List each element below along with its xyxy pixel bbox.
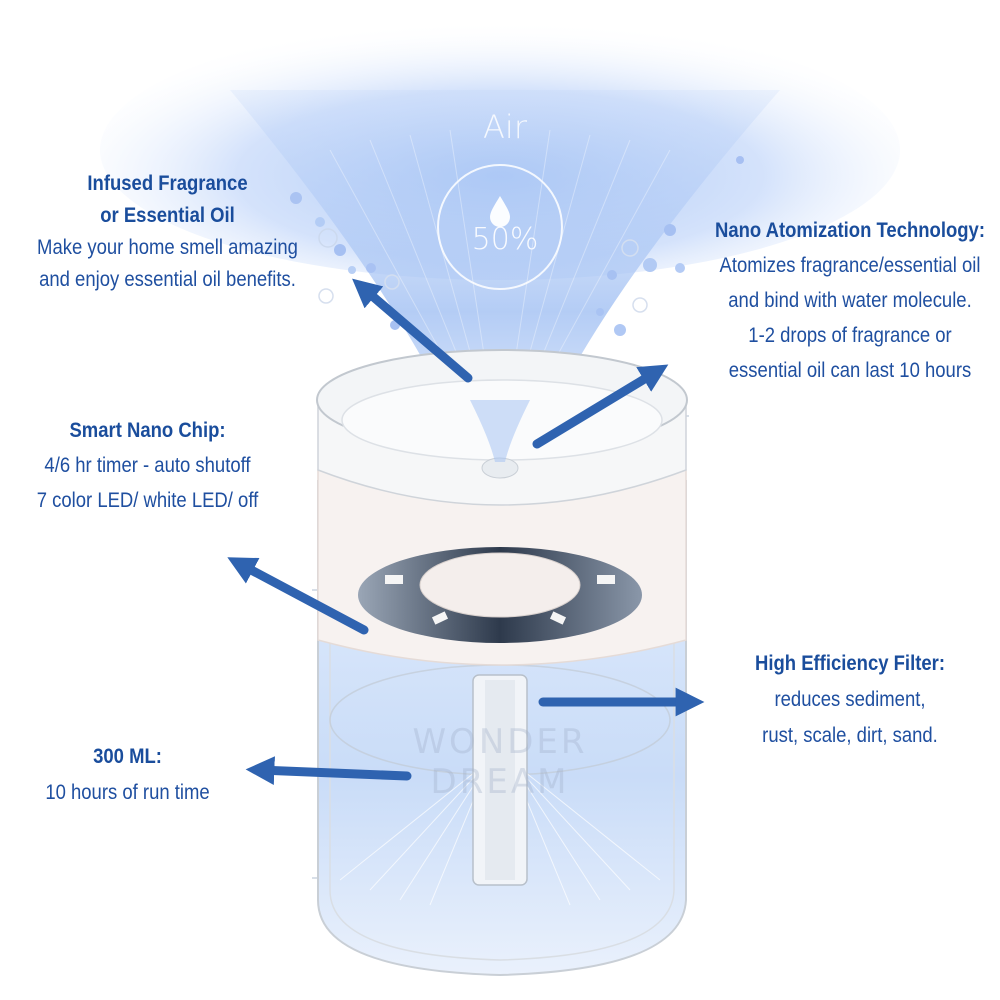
callout-fragrance-title-1: Infused Fragrance (87, 172, 248, 195)
callout-fragrance-body-2: and enjoy essential oil benefits. (39, 268, 296, 291)
callout-fragrance-body-1: Make your home smell amazing (37, 236, 298, 259)
brand-watermark: WONDER DREAM (412, 722, 588, 802)
callout-nano-body-1: Atomizes fragrance/essential oil (719, 254, 981, 277)
callout-nano-atomization: Nano Atomization Technology: Atomizes fr… (683, 215, 1000, 387)
display-mode-label: Air (483, 108, 527, 146)
mist-bubbles (290, 156, 744, 336)
callout-nano-title: Nano Atomization Technology: (714, 219, 985, 242)
water-drop-icon (490, 196, 510, 227)
callout-capacity: 300 ML: 10 hours of run time (15, 741, 239, 809)
callout-nano-body-4: essential oil can last 10 hours (728, 359, 972, 382)
humidity-ring (437, 164, 563, 290)
callout-nano-body-3: 1-2 drops of fragrance or (748, 324, 952, 347)
callout-nano-body-2: and bind with water molecule. (728, 289, 972, 312)
arrow-nano-atomization (532, 364, 669, 449)
callout-filter: High Efficiency Filter: reduces sediment… (718, 648, 982, 752)
callout-chip-body-2: 7 color LED/ white LED/ off (36, 489, 259, 512)
callout-arrows (227, 278, 705, 785)
mist-cone (230, 90, 780, 460)
humidity-value: 50% (471, 222, 539, 257)
callout-filter-body-2: rust, scale, dirt, sand. (762, 724, 938, 747)
arrow-fragrance (352, 278, 473, 383)
arrow-capacity (245, 756, 412, 785)
callout-fragrance-title-2: or Essential Oil (100, 204, 235, 227)
callout-capacity-title: 300 ML: (93, 745, 162, 768)
callout-filter-body-1: reduces sediment, (774, 688, 926, 711)
callout-chip-title: Smart Nano Chip: (69, 419, 226, 442)
callout-chip-body-1: 4/6 hr timer - auto shutoff (44, 454, 251, 477)
arrow-smart-chip (227, 557, 369, 635)
callout-capacity-body-1: 10 hours of run time (45, 781, 210, 804)
callout-fragrance: Infused Fragrance or Essential Oil Make … (20, 168, 315, 296)
callout-smart-chip: Smart Nano Chip: 4/6 hr timer - auto shu… (18, 415, 278, 517)
callout-filter-title: High Efficiency Filter: (755, 652, 945, 675)
